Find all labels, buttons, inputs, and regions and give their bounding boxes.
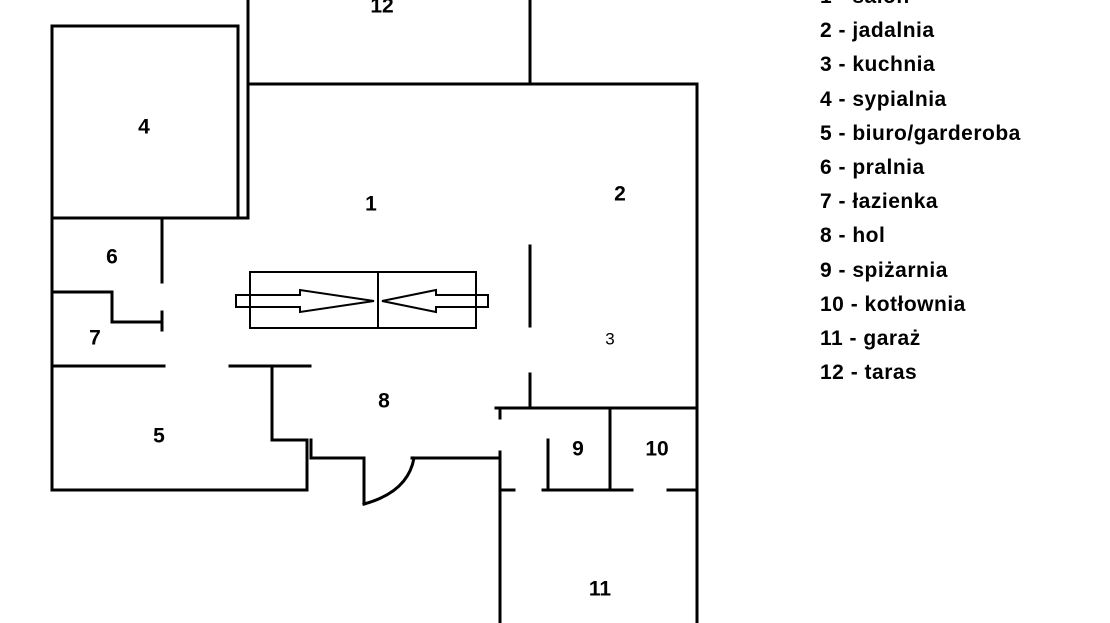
room-label-12: 12 xyxy=(370,0,393,18)
legend-item: 1 - salon xyxy=(820,0,1021,14)
room-label-9: 9 xyxy=(572,438,584,461)
legend-item: 12 - taras xyxy=(820,361,918,385)
legend-item: 7 - łazienka xyxy=(820,190,939,214)
room-label-6: 6 xyxy=(106,246,118,269)
wall-5-outline xyxy=(50,364,309,492)
legend-item: 9 - spiżarnia xyxy=(820,258,948,282)
door-swing xyxy=(362,456,416,506)
legend: 1 - salon 2 - jadalnia 3 - kuchnia 4 - sypi… xyxy=(820,0,1021,390)
wall-main-top xyxy=(246,82,699,410)
room-label-8: 8 xyxy=(378,390,390,413)
room-label-4: 4 xyxy=(138,116,150,139)
room-label-1: 1 xyxy=(365,193,377,216)
legend-item: 3 - kuchnia xyxy=(820,53,936,77)
stairs-outline xyxy=(249,271,477,329)
room-label-7: 7 xyxy=(89,327,101,350)
legend-item: 10 - kotłownia xyxy=(820,292,966,316)
wall-sypialnia xyxy=(50,24,240,220)
room-label-2: 2 xyxy=(614,183,626,206)
legend-item: 5 - biuro/garderoba xyxy=(820,121,1021,145)
legend-item: 2 - jadalnia xyxy=(820,19,935,43)
room-label-3: 3 xyxy=(605,329,614,348)
arrow-right xyxy=(235,288,375,314)
legend-item: 6 - pralnia xyxy=(820,156,925,180)
stairs xyxy=(235,271,489,329)
arrow-left xyxy=(381,288,489,314)
wall-7-step xyxy=(110,290,164,324)
room-label-10: 10 xyxy=(645,438,668,461)
walls xyxy=(50,0,699,623)
room-label-5: 5 xyxy=(153,425,165,448)
room-label-11: 11 xyxy=(589,578,612,601)
legend-item: 11 - garaż xyxy=(820,327,921,351)
wall-hol-front xyxy=(309,438,364,460)
legend-item: 8 - hol xyxy=(820,224,886,248)
legend-item: 4 - sypialnia xyxy=(820,87,947,111)
